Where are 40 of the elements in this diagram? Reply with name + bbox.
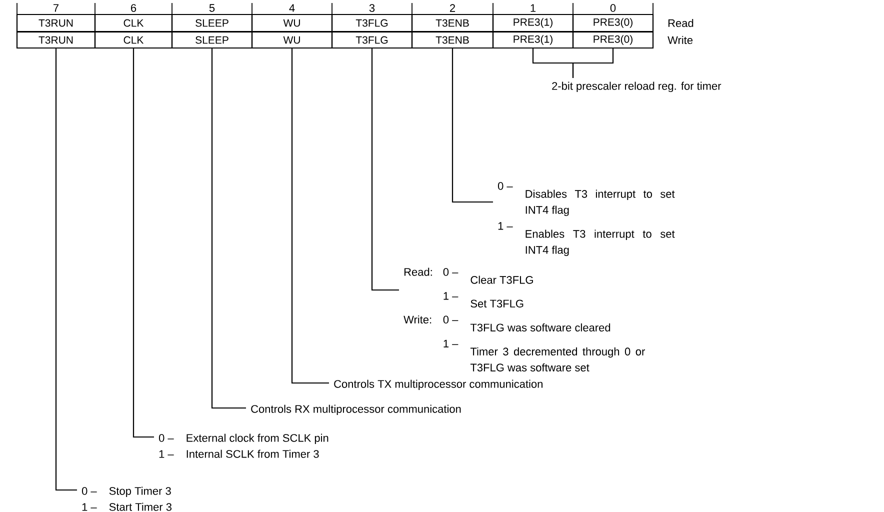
bit-number: 7 [54, 4, 58, 12]
bit-number: 3 [369, 4, 375, 12]
row-label: Write [668, 36, 693, 44]
bit-number: 6 [131, 4, 136, 12]
leader-line [55, 48, 77, 491]
leader-line [132, 48, 154, 438]
description-text: 0 – Stop Timer 3 1 – Start Timer 3 [82, 486, 172, 511]
register-cell: T3FLG [331, 14, 413, 32]
bit-number: 4 [289, 4, 295, 12]
bit-number: 2 [450, 4, 456, 12]
description-text: 0 – Disables T3 interrupt to set INT4 flag 1 – Enables T3 interrupt to set INT4 flag [498, 182, 675, 256]
register-cell: WU [251, 31, 333, 49]
register-cell: PRE3(0) [572, 14, 654, 32]
description-text: Controls TX multiprocessor communication [334, 380, 542, 390]
register-cell: T3ENB [411, 14, 494, 32]
description-text: Read: 0 – Clear T3FLG 1 – Set T3FLG Write: 0 – T3FLG was software cleared 1 – Timer 3 decremented through 0 or T3FLG was software set [404, 268, 645, 372]
register-cell: SLEEP [171, 31, 253, 49]
register-cell: SLEEP [171, 14, 253, 32]
leader-line [452, 48, 493, 203]
register-cell: WU [251, 14, 333, 32]
register-cell: CLK [94, 31, 173, 49]
register-cell: PRE3(1) [492, 31, 574, 49]
register-cell: T3RUN [16, 31, 96, 49]
register-cell: CLK [94, 14, 173, 32]
register-cell: PRE3(0) [572, 31, 654, 49]
register-cell: T3ENB [411, 31, 494, 49]
leader-line [211, 48, 246, 409]
register-cell: T3RUN [16, 14, 96, 32]
bit-number: 1 [530, 4, 536, 12]
leader-line [291, 48, 329, 384]
leader-line [371, 48, 399, 291]
leader-line [572, 48, 614, 78]
description-text: 0 – External clock from SCLK pin 1 – Internal SCLK from Timer 3 [158, 434, 328, 458]
register-cell: T3FLG [331, 31, 413, 49]
bit-number: 0 [610, 4, 616, 12]
description-text: Controls RX multiprocessor communication [251, 404, 461, 416]
register-cell: PRE3(1) [492, 14, 574, 32]
row-label: Read [668, 18, 694, 28]
description-text: 2-bit prescaler reload reg. for timer [552, 82, 722, 92]
bit-number: 5 [209, 4, 215, 12]
